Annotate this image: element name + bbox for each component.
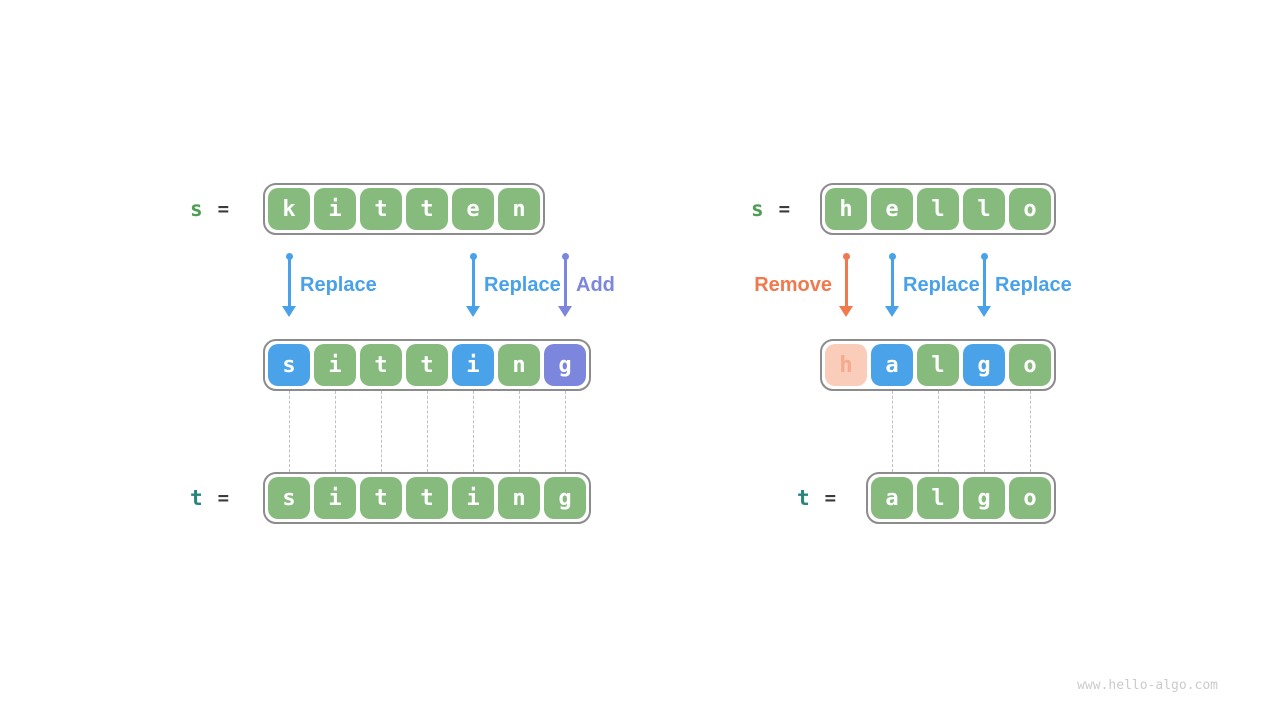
hello-to-algo-t-label-equals: = bbox=[824, 487, 837, 509]
replace-arrow-icon bbox=[466, 253, 480, 317]
kitten-to-sitting-s-label: s= bbox=[190, 183, 229, 235]
kitten-to-sitting-result-cell-n: n bbox=[498, 344, 540, 386]
kitten-to-sitting-result-cell-g: g bbox=[544, 344, 586, 386]
kitten-to-sitting-op-label-replace: Replace bbox=[300, 273, 377, 296]
hello-to-algo-s-label: s= bbox=[751, 183, 790, 235]
hello-to-algo-t-label: t= bbox=[797, 472, 836, 524]
hello-to-algo-target-cell-a: a bbox=[871, 477, 913, 519]
kitten-to-sitting-t-label: t= bbox=[190, 472, 229, 524]
kitten-to-sitting-connector-col6 bbox=[565, 391, 566, 472]
arrow-dot bbox=[285, 253, 293, 260]
kitten-to-sitting-t-label-var: t bbox=[190, 486, 203, 510]
hello-to-algo-target-cell-l: l bbox=[917, 477, 959, 519]
hello-to-algo-op-label-remove: Remove bbox=[754, 273, 832, 296]
kitten-to-sitting-target-cell-i: i bbox=[314, 477, 356, 519]
arrow-head bbox=[839, 306, 853, 317]
hello-to-algo-source-cell-e: e bbox=[871, 188, 913, 230]
hello-to-algo-result-cell-a: a bbox=[871, 344, 913, 386]
kitten-to-sitting-source-cell-n: n bbox=[498, 188, 540, 230]
hello-to-algo-connector-col1 bbox=[892, 391, 893, 472]
kitten-to-sitting-op-label-add: Add bbox=[576, 273, 615, 296]
arrow-shaft bbox=[287, 259, 291, 306]
kitten-to-sitting-result-cell-i: i bbox=[452, 344, 494, 386]
kitten-to-sitting-connector-col2 bbox=[381, 391, 382, 472]
kitten-to-sitting-target-cell-n: n bbox=[498, 477, 540, 519]
arrow-dot bbox=[561, 253, 569, 260]
hello-to-algo-source-cell-l: l bbox=[963, 188, 1005, 230]
arrow-dot bbox=[842, 253, 850, 260]
hello-to-algo-connector-col3 bbox=[984, 391, 985, 472]
hello-to-algo-source-cell-h: h bbox=[825, 188, 867, 230]
kitten-to-sitting-s-label-var: s bbox=[190, 197, 203, 221]
kitten-to-sitting-target-cell-g: g bbox=[544, 477, 586, 519]
kitten-to-sitting-target-cell-t: t bbox=[360, 477, 402, 519]
hello-to-algo-result-cell-l: l bbox=[917, 344, 959, 386]
arrow-shaft bbox=[890, 259, 894, 306]
kitten-to-sitting-t-label-equals: = bbox=[217, 487, 230, 509]
kitten-to-sitting-target-cell-i: i bbox=[452, 477, 494, 519]
hello-to-algo-source-cell-l: l bbox=[917, 188, 959, 230]
kitten-to-sitting-result-cell-s: s bbox=[268, 344, 310, 386]
arrow-shaft bbox=[563, 259, 567, 306]
arrow-shaft bbox=[982, 259, 986, 306]
arrow-head bbox=[558, 306, 572, 317]
kitten-to-sitting-connector-col4 bbox=[473, 391, 474, 472]
hello-to-algo-source-cell-o: o bbox=[1009, 188, 1051, 230]
kitten-to-sitting-connector-col3 bbox=[427, 391, 428, 472]
hello-to-algo-s-label-var: s bbox=[751, 197, 764, 221]
remove-arrow-icon bbox=[839, 253, 853, 317]
hello-to-algo-s-label-equals: = bbox=[778, 198, 791, 220]
kitten-to-sitting-target-cell-s: s bbox=[268, 477, 310, 519]
arrow-head bbox=[885, 306, 899, 317]
replace-arrow-icon bbox=[282, 253, 296, 317]
arrow-head bbox=[466, 306, 480, 317]
kitten-to-sitting-connector-col1 bbox=[335, 391, 336, 472]
kitten-to-sitting-target-cell-t: t bbox=[406, 477, 448, 519]
hello-to-algo-t-label-var: t bbox=[797, 486, 810, 510]
arrow-head bbox=[977, 306, 991, 317]
kitten-to-sitting-op-label-replace: Replace bbox=[484, 273, 561, 296]
hello-to-algo-result-cell-h: h bbox=[825, 344, 867, 386]
arrow-dot bbox=[469, 253, 477, 260]
kitten-to-sitting-result-cell-t: t bbox=[360, 344, 402, 386]
kitten-to-sitting-source-cell-t: t bbox=[360, 188, 402, 230]
hello-to-algo-op-label-replace: Replace bbox=[995, 273, 1072, 296]
hello-to-algo-target-cell-o: o bbox=[1009, 477, 1051, 519]
hello-to-algo-result-cell-o: o bbox=[1009, 344, 1051, 386]
arrow-shaft bbox=[471, 259, 475, 306]
arrow-shaft bbox=[844, 259, 848, 306]
kitten-to-sitting-connector-col0 bbox=[289, 391, 290, 472]
kitten-to-sitting-result-cell-t: t bbox=[406, 344, 448, 386]
hello-to-algo-op-label-replace: Replace bbox=[903, 273, 980, 296]
kitten-to-sitting-source-cell-k: k bbox=[268, 188, 310, 230]
replace-arrow-icon bbox=[977, 253, 991, 317]
hello-to-algo-connector-col4 bbox=[1030, 391, 1031, 472]
kitten-to-sitting-s-label-equals: = bbox=[217, 198, 230, 220]
kitten-to-sitting-source-cell-e: e bbox=[452, 188, 494, 230]
add-arrow-icon bbox=[558, 253, 572, 317]
hello-to-algo-result-cell-g: g bbox=[963, 344, 1005, 386]
kitten-to-sitting-source-cell-t: t bbox=[406, 188, 448, 230]
kitten-to-sitting-connector-col5 bbox=[519, 391, 520, 472]
arrow-dot bbox=[980, 253, 988, 260]
watermark: www.hello-algo.com bbox=[1077, 678, 1218, 693]
hello-to-algo-target-cell-g: g bbox=[963, 477, 1005, 519]
kitten-to-sitting-result-cell-i: i bbox=[314, 344, 356, 386]
hello-to-algo-connector-col2 bbox=[938, 391, 939, 472]
replace-arrow-icon bbox=[885, 253, 899, 317]
arrow-head bbox=[282, 306, 296, 317]
kitten-to-sitting-source-cell-i: i bbox=[314, 188, 356, 230]
arrow-dot bbox=[888, 253, 896, 260]
